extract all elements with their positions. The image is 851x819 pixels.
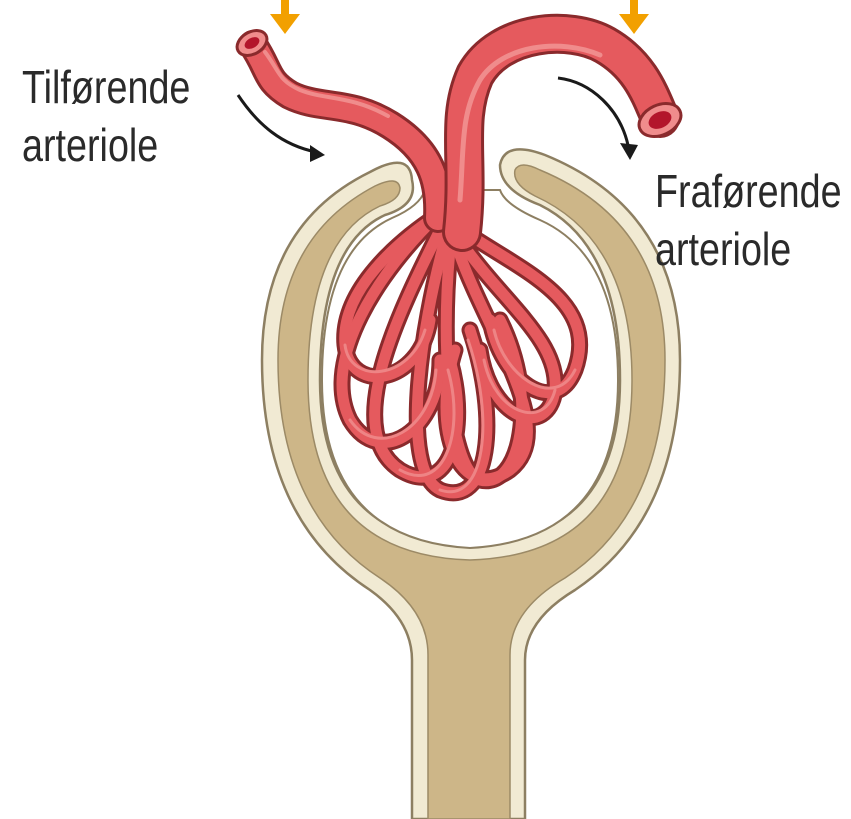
efferent-arteriole-label: Fraførende arteriole [655, 162, 842, 278]
down-arrow-icon [619, 0, 649, 34]
afferent-arteriole-label: Tilførende arteriole [22, 58, 190, 174]
down-arrow-icon [270, 0, 300, 34]
efferent-label-line2: arteriole [655, 220, 842, 278]
afferent-label-line1: Tilførende [22, 58, 190, 116]
efferent-label-line1: Fraførende [655, 162, 842, 220]
afferent-label-line2: arteriole [22, 116, 190, 174]
